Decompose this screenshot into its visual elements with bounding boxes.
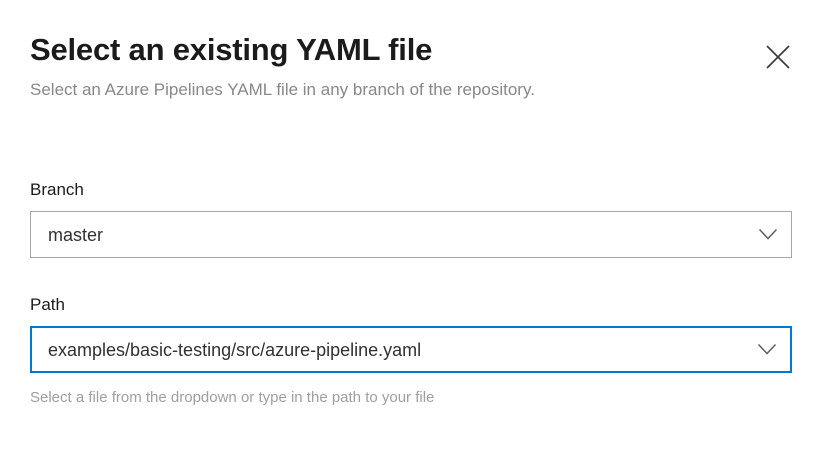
path-field-block: Path Select a file from the dropdown or … xyxy=(30,293,792,409)
branch-dropdown-caret[interactable] xyxy=(745,212,791,257)
branch-field-block: Branch xyxy=(30,178,792,258)
branch-dropdown[interactable] xyxy=(30,211,792,258)
chevron-down-icon xyxy=(758,228,778,241)
close-button[interactable] xyxy=(757,36,799,78)
dialog-subtitle: Select an Azure Pipelines YAML file in a… xyxy=(30,80,535,99)
form-area: Branch Path xyxy=(30,178,792,409)
path-input[interactable] xyxy=(32,336,744,363)
page-title: Select an existing YAML file xyxy=(30,32,433,67)
close-icon xyxy=(763,42,793,72)
path-help-text: Select a file from the dropdown or type … xyxy=(30,389,435,406)
chevron-down-icon xyxy=(757,343,777,356)
path-dropdown-caret[interactable] xyxy=(744,328,790,371)
branch-label: Branch xyxy=(30,180,84,199)
path-dropdown[interactable] xyxy=(30,326,792,373)
branch-input[interactable] xyxy=(31,221,745,248)
path-label: Path xyxy=(30,295,65,314)
dialog-header: Select an existing YAML file Select an A… xyxy=(30,30,790,104)
